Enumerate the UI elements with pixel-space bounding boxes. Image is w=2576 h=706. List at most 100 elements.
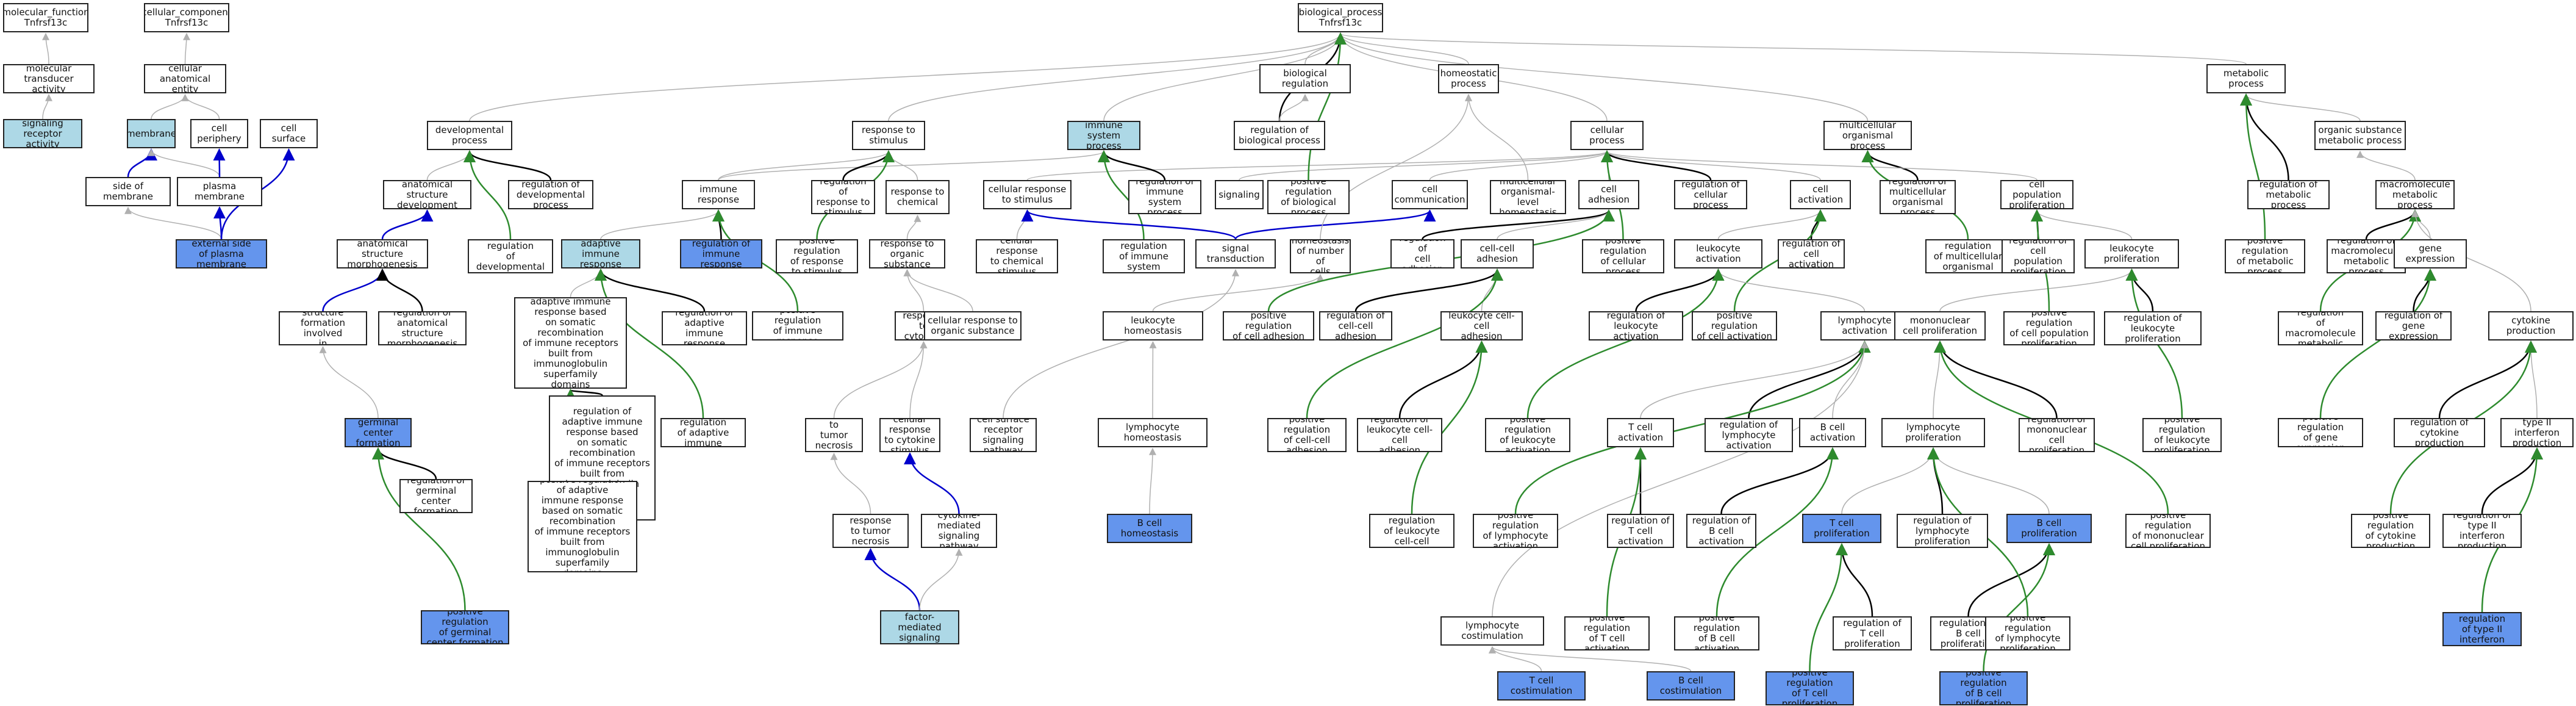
go-term-node[interactable]: regulation of response to stimulus	[811, 180, 875, 214]
go-term-node[interactable]: regulation of germinal center formation	[399, 479, 473, 513]
go-term-node[interactable]: regulation of lymphocyte proliferation	[1897, 514, 1988, 548]
go-term-node[interactable]: regulation of gene expression	[2375, 311, 2452, 340]
go-term-node[interactable]: B cell proliferation	[2006, 514, 2092, 543]
go-term-node[interactable]: positive regulation of lymphocyte prolif…	[1985, 616, 2070, 650]
go-term-node[interactable]: anatomical structure formation involved …	[279, 311, 367, 345]
go-term-node[interactable]: positive regulation of gene expression	[2278, 418, 2363, 447]
go-term-node[interactable]: positive regulation of lymphocyte activa…	[1473, 514, 1558, 548]
go-term-node[interactable]: regulation of multicellular organismal p…	[1880, 180, 1956, 214]
go-term-node[interactable]: biological_process Tnfrsf13c	[1298, 3, 1383, 32]
go-term-node[interactable]: regulation of developmental process	[508, 180, 593, 209]
go-term-node[interactable]: positive regulation of T cell activation	[1564, 616, 1650, 650]
go-term-node[interactable]: positive regulation of T cell proliferat…	[1766, 671, 1854, 705]
go-term-node[interactable]: adaptive immune response based on somati…	[514, 297, 627, 389]
go-term-node[interactable]: regulation of T cell activation	[1607, 514, 1674, 548]
go-term-node[interactable]: positive regulation of B cell activation	[1674, 616, 1759, 650]
go-term-node[interactable]: organic substance metabolic process	[2314, 121, 2406, 150]
go-term-node[interactable]: positive regulation of adaptive immune r…	[528, 481, 637, 572]
go-term-node[interactable]: cellular anatomical entity	[144, 64, 226, 93]
go-term-node[interactable]: mononuclear cell proliferation	[1894, 311, 1986, 340]
go-term-node[interactable]: positive regulation of type II interfero…	[2442, 612, 2522, 646]
go-term-node[interactable]: positive regulation of leukocyte cell-ce…	[1369, 514, 1454, 548]
go-term-node[interactable]: positive regulation of macromolecule met…	[2278, 311, 2363, 345]
go-term-node[interactable]: regulation of metabolic process	[2247, 180, 2330, 209]
go-term-node[interactable]: positive regulation of leukocyte prolife…	[2142, 418, 2222, 452]
go-term-node[interactable]: positive regulation of leukocyte activat…	[1485, 418, 1570, 452]
go-term-node[interactable]: cellular response to cytokine stimulus	[879, 418, 940, 452]
go-term-node[interactable]: positive regulation of cell adhesion	[1223, 311, 1314, 340]
go-term-node[interactable]: cell surface receptor signaling pathway	[970, 418, 1037, 452]
go-term-node[interactable]: regulation of adaptive immune response	[662, 311, 747, 345]
go-term-node[interactable]: positive regulation of mononuclear cell …	[2125, 514, 2211, 548]
go-term-node[interactable]: positive regulation of immune response	[752, 311, 843, 340]
go-term-node[interactable]: regulation of cytokine production	[2394, 418, 2485, 447]
go-term-node[interactable]: positive regulation of immune system pro…	[1103, 239, 1185, 273]
go-term-node[interactable]: external side of plasma membrane	[176, 239, 267, 268]
go-term-node[interactable]: positive regulation of germinal center f…	[421, 610, 509, 644]
go-term-node[interactable]: positive regulation of biological proces…	[1267, 180, 1350, 214]
go-term-node[interactable]: immune system process	[1067, 121, 1140, 150]
go-term-node[interactable]: regulation of macromolecule metabolic pr…	[2327, 239, 2406, 273]
go-term-node[interactable]: signal transduction	[1195, 239, 1276, 268]
go-term-node[interactable]: positive regulation of cytokine producti…	[2351, 514, 2430, 548]
go-term-node[interactable]: cellular response to organic substance	[924, 311, 1021, 340]
go-term-node[interactable]: cellular process	[1570, 121, 1644, 150]
go-term-node[interactable]: anatomical structure morphogenesis	[337, 239, 428, 268]
go-term-node[interactable]: leukocyte activation	[1674, 239, 1762, 268]
go-term-node[interactable]: regulation of immune system process	[1128, 180, 1201, 214]
go-term-node[interactable]: cell adhesion	[1578, 180, 1639, 209]
go-term-node[interactable]: B cell homeostasis	[1107, 514, 1192, 543]
go-term-node[interactable]: positive regulation of cell population p…	[2003, 311, 2095, 345]
go-term-node[interactable]: positive regulation of cellular process	[1582, 239, 1664, 273]
go-term-node[interactable]: regulation of cell adhesion	[1390, 239, 1454, 268]
go-term-node[interactable]: regulation of immune response	[680, 239, 762, 268]
go-term-node[interactable]: plasma membrane	[177, 177, 262, 206]
go-term-node[interactable]: homeostatic process	[1438, 64, 1499, 93]
go-term-node[interactable]: lymphocyte homeostasis	[1098, 418, 1208, 447]
go-term-node[interactable]: homeostasis of number of cells	[1290, 239, 1351, 273]
go-term-node[interactable]: positive regulation of metabolic process	[2225, 239, 2305, 273]
go-term-node[interactable]: regulation of leukocyte cell-cell adhesi…	[1357, 418, 1442, 452]
go-term-node[interactable]: multicellular organismal-level homeostas…	[1490, 180, 1566, 214]
go-term-node[interactable]: response to stimulus	[852, 121, 925, 150]
go-term-node[interactable]: lymphocyte costimulation	[1440, 616, 1544, 646]
go-term-node[interactable]: type II interferon production	[2500, 418, 2574, 447]
go-term-node[interactable]: cell communication	[1392, 180, 1468, 209]
go-term-node[interactable]: regulation of anatomical structure morph…	[378, 311, 467, 345]
go-term-node[interactable]: signaling receptor activity	[3, 119, 82, 148]
go-term-node[interactable]: gene expression	[2394, 239, 2467, 268]
go-term-node[interactable]: B cell activation	[1799, 418, 1866, 447]
go-term-node[interactable]: leukocyte proliferation	[2084, 239, 2179, 268]
go-term-node[interactable]: response to chemical	[886, 180, 950, 214]
go-term-node[interactable]: macromolecule metabolic process	[2375, 180, 2455, 209]
go-term-node[interactable]: regulation of cellular process	[1674, 180, 1747, 209]
go-term-node[interactable]: developmental process	[427, 121, 512, 150]
go-term-node[interactable]: cytokine production	[2488, 311, 2574, 340]
go-term-node[interactable]: cytokine-mediated signaling pathway	[921, 514, 997, 548]
go-term-node[interactable]: positive regulation of cell activation	[1692, 311, 1777, 340]
go-term-node[interactable]: regulation of B cell activation	[1686, 514, 1756, 548]
go-term-node[interactable]: cell surface	[260, 119, 318, 148]
go-term-node[interactable]: cellular response to chemical stimulus	[976, 239, 1058, 273]
go-term-node[interactable]: regulation of T cell proliferation	[1833, 616, 1912, 650]
go-term-node[interactable]: cell periphery	[190, 119, 248, 148]
go-term-node[interactable]: response to tumor necrosis factor	[805, 418, 863, 452]
go-term-node[interactable]: cellular_component Tnfrsf13c	[144, 3, 229, 32]
go-term-node[interactable]: cellular response to stimulus	[983, 180, 1072, 209]
go-term-node[interactable]: lymphocyte proliferation	[1881, 418, 1985, 447]
go-term-node[interactable]: membrane	[127, 119, 176, 148]
go-term-node[interactable]: leukocyte homeostasis	[1103, 311, 1203, 340]
go-term-node[interactable]: immune response	[682, 180, 755, 209]
go-term-node[interactable]: regulation of cell population proliferat…	[2002, 239, 2075, 273]
go-term-node[interactable]: regulation of lymphocyte activation	[1705, 418, 1793, 452]
go-term-node[interactable]: tumor necrosis factor-mediated signaling…	[880, 610, 959, 644]
go-term-node[interactable]: T cell costimulation	[1497, 671, 1586, 701]
go-term-node[interactable]: metabolic process	[2206, 64, 2286, 93]
go-term-node[interactable]: T cell proliferation	[1802, 514, 1881, 543]
go-term-node[interactable]: leukocyte cell-cell adhesion	[1440, 311, 1523, 340]
go-term-node[interactable]: regulation of cell-cell adhesion	[1319, 311, 1392, 340]
go-term-node[interactable]: molecular_function Tnfrsf13c	[3, 3, 88, 32]
go-term-node[interactable]: T cell activation	[1607, 418, 1674, 447]
go-term-node[interactable]: biological regulation	[1259, 64, 1351, 93]
go-term-node[interactable]: regulation of cell activation	[1778, 239, 1845, 268]
